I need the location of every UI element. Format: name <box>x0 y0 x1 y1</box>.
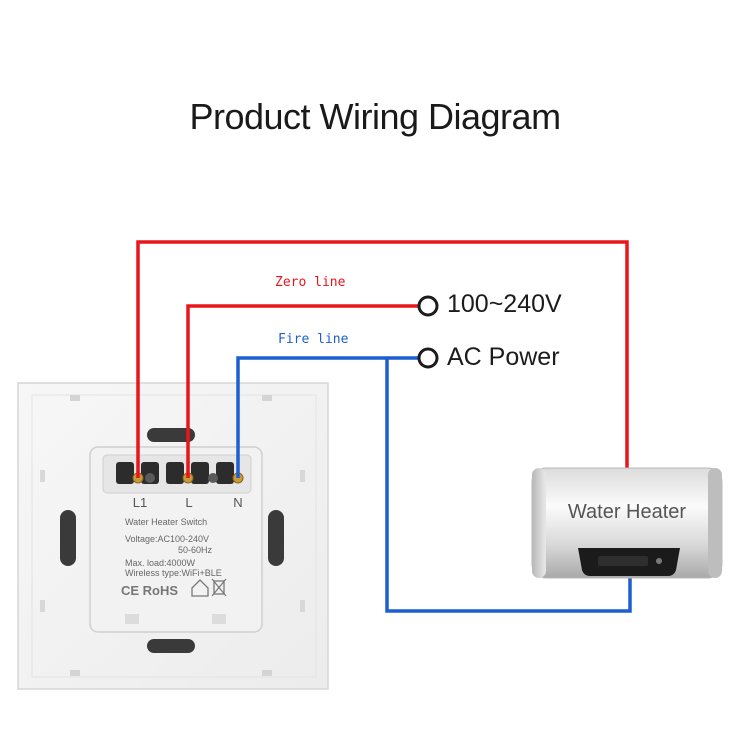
power-type-label: AC Power <box>447 343 560 371</box>
recycle-bin-icon <box>213 580 225 595</box>
mount-slot-top <box>147 428 195 442</box>
wire-fire-line-switch <box>236 356 419 478</box>
switch-module <box>89 446 263 633</box>
wire-fire-line-heater <box>385 358 632 613</box>
terminal-label-l: L <box>185 495 192 510</box>
switch-voltage: Voltage:AC100-240V <box>125 534 209 544</box>
heater-label: Water Heater <box>568 501 687 523</box>
zero-line-label: Zero line <box>275 275 346 290</box>
water-heater <box>531 467 723 579</box>
power-terminal-top <box>417 295 439 317</box>
house-icon <box>191 579 209 597</box>
cert-icons <box>191 578 227 597</box>
switch-name: Water Heater Switch <box>125 517 207 527</box>
heater-display <box>598 556 648 566</box>
mount-slot-left <box>60 510 76 566</box>
wire-zero-line-power <box>186 304 419 478</box>
diagram-title: Product Wiring Diagram <box>189 96 561 137</box>
switch-wireless: Wireless type:WiFi+BLE <box>125 568 222 578</box>
power-voltage-label: 100~240V <box>447 290 562 318</box>
mount-slot-bottom <box>147 639 195 653</box>
switch-panel <box>17 382 329 690</box>
wire-zero-line-outer <box>136 240 629 478</box>
switch-module-text: L1 L N Water Heater Switch Voltage:AC100… <box>121 495 243 598</box>
mount-slot-right <box>268 510 284 566</box>
switch-max-load: Max. load:4000W <box>125 558 196 568</box>
terminal-label-l1: L1 <box>133 495 147 510</box>
switch-frequency: 50-60Hz <box>178 545 213 555</box>
fire-line-label: Fire line <box>278 332 349 347</box>
switch-certifications: CE RoHS <box>121 583 178 598</box>
power-terminal-bottom <box>417 347 439 369</box>
terminal-label-n: N <box>233 495 242 510</box>
